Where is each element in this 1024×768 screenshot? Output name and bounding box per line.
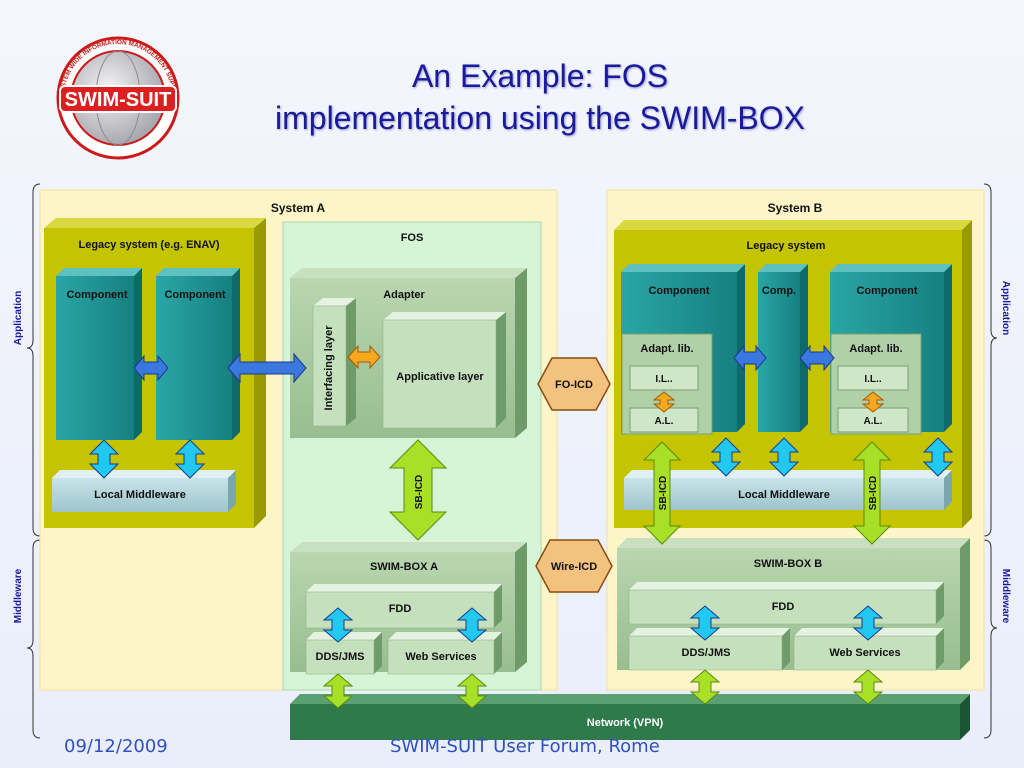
sb-icd-b1-label: SB-ICD xyxy=(658,476,669,510)
comp-b-label: Comp. xyxy=(762,285,796,297)
legacy-a-title: Legacy system (e.g. ENAV) xyxy=(78,239,219,251)
logo-name: SWIM-SUIT xyxy=(65,89,172,111)
legacy-b-title: Legacy system xyxy=(747,240,826,252)
il-b2-box xyxy=(837,365,909,391)
adapt-lib-b1-label: Adapt. lib. xyxy=(640,343,693,355)
middleware-label-right: Middleware xyxy=(1000,569,1011,624)
dds-jms-b-box xyxy=(628,635,783,671)
local-middleware-a xyxy=(52,478,228,512)
fos-title: FOS xyxy=(401,232,424,244)
component-b1-label: Component xyxy=(648,285,709,297)
orange-arrows xyxy=(347,344,885,413)
il-b1-box xyxy=(629,365,699,391)
network-lime-arrows xyxy=(322,669,884,709)
sb-icd-a-label: SB-ICD xyxy=(414,475,425,509)
web-services-b-label: Web Services xyxy=(829,647,900,659)
interfacing-layer-label: Interfacing layer xyxy=(323,325,335,411)
sb-icd-arrow-b2: SB-ICD xyxy=(852,441,892,545)
fdd-b-box xyxy=(628,589,937,625)
dds-jms-a-label: DDS/JMS xyxy=(316,651,365,663)
adapt-lib-b2-label: Adapt. lib. xyxy=(849,343,902,355)
wire-icd-connector: Wire-ICD xyxy=(535,539,613,593)
local-middleware-b xyxy=(624,478,944,510)
swim-box-a-title: SWIM-BOX A xyxy=(370,561,438,573)
swim-box-b-title: SWIM-BOX B xyxy=(754,558,822,570)
slide-title-line2: implementation using the SWIM-BOX xyxy=(275,100,805,136)
network-label: Network (VPN) xyxy=(587,717,664,729)
left-brackets xyxy=(26,183,41,739)
comp-b xyxy=(758,272,800,432)
fos-area: FOS Adapter Interfacing layer Applicativ… xyxy=(282,221,542,691)
fdd-a-label: FDD xyxy=(389,603,412,615)
il-b1-label: I.L.. xyxy=(655,374,672,385)
sb-icd-arrow-b1: SB-ICD xyxy=(642,441,682,545)
vertical-cyan-arrows xyxy=(88,437,954,643)
web-services-b-box xyxy=(793,635,937,671)
slide-title-line1: An Example: FOS xyxy=(411,58,669,94)
local-middleware-b-label: Local Middleware xyxy=(738,489,830,501)
component-a2-label: Component xyxy=(164,289,225,301)
swim-suit-logo: SYSTEM WIDE INFORMATION MANAGEMENT SUPPO… xyxy=(0,0,180,160)
fo-icd-label: FO-ICD xyxy=(555,379,593,391)
local-middleware-a-label: Local Middleware xyxy=(94,489,186,501)
system-a-title: System A xyxy=(271,201,326,215)
applicative-layer-label: Applicative layer xyxy=(396,371,484,383)
adapter-label: Adapter xyxy=(383,289,425,301)
footer-date: 09/12/2009 xyxy=(64,736,168,757)
dds-jms-a-box xyxy=(305,639,375,675)
sb-icd-arrow-a: SB-ICD xyxy=(388,439,448,541)
component-a2 xyxy=(156,276,232,440)
legacy-system-a: Legacy system (e.g. ENAV) Component Comp… xyxy=(44,218,266,528)
system-b-title: System B xyxy=(768,201,823,215)
interfacing-layer-box xyxy=(312,305,347,427)
applicative-layer-box xyxy=(382,319,497,429)
application-label-left: Application xyxy=(13,291,24,345)
component-a1 xyxy=(56,276,134,440)
middleware-label-left: Middleware xyxy=(13,568,24,623)
fdd-b-label: FDD xyxy=(772,601,795,613)
component-b2-label: Component xyxy=(856,285,917,297)
sb-icd-b2-label: SB-ICD xyxy=(868,476,879,510)
application-label-right: Application xyxy=(1000,281,1011,335)
fo-icd-connector: FO-ICD xyxy=(537,357,611,411)
wire-icd-label: Wire-ICD xyxy=(551,561,597,573)
swim-box-b-group: SWIM-BOX B FDD DDS/JMS Web Services xyxy=(617,538,970,671)
network-vpn: Network (VPN) xyxy=(290,694,970,740)
dds-jms-b-label: DDS/JMS xyxy=(682,647,731,659)
component-a1-label: Component xyxy=(66,289,127,301)
al-b1-label: A.L. xyxy=(655,416,674,427)
al-b2-label: A.L. xyxy=(864,416,883,427)
web-services-a-label: Web Services xyxy=(405,651,476,663)
web-services-a-box xyxy=(387,639,495,675)
il-b2-label: I.L.. xyxy=(864,374,881,385)
right-brackets xyxy=(983,183,998,739)
footer-event: SWIM-SUIT User Forum, Rome xyxy=(390,736,660,757)
horizontal-arrows xyxy=(133,344,835,384)
